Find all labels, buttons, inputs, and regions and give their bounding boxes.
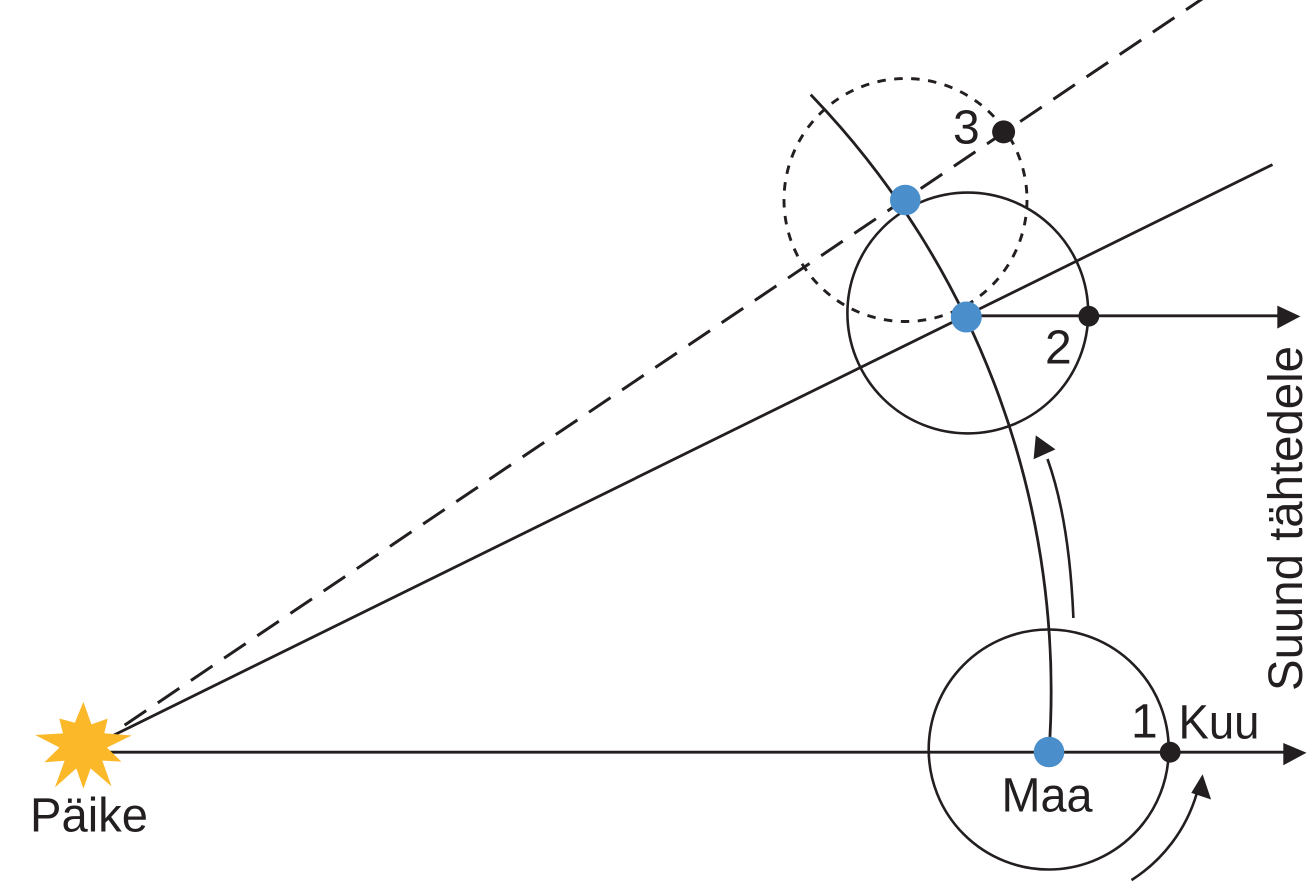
svg-text:Kuu: Kuu	[1179, 697, 1260, 750]
svg-text:3: 3	[953, 102, 980, 155]
svg-text:Suund tähtedele: Suund tähtedele	[1260, 346, 1309, 691]
svg-text:Maa: Maa	[1002, 769, 1093, 822]
svg-text:1: 1	[1131, 696, 1158, 749]
svg-text:2: 2	[1045, 322, 1072, 375]
svg-text:Päike: Päike	[30, 790, 148, 843]
